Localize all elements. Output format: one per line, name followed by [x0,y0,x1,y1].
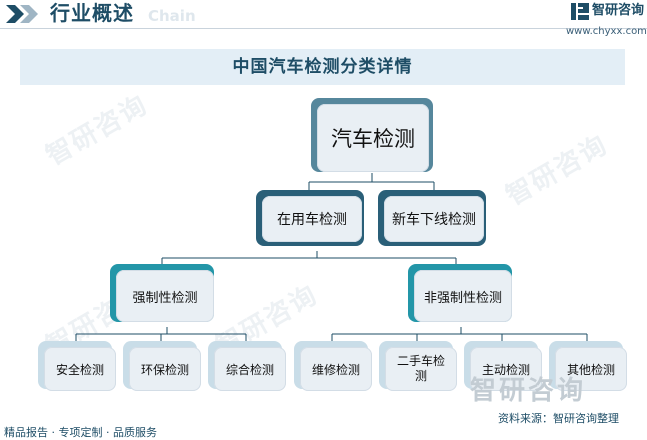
node-label: 安全检测 [44,347,116,391]
brand-logo-icon [571,3,589,20]
tree-node-leaf: 主动检测 [464,341,544,395]
section-subtitle-en: Chain [148,7,196,25]
node-label: 新车下线检测 [384,196,484,242]
node-label: 主动检测 [470,347,542,391]
tree-node-leaf: 维修检测 [294,341,374,395]
chevron-double-icon [6,5,38,23]
node-label: 综合检测 [214,347,286,391]
tree-node-root: 汽车检测 [311,98,439,178]
tree-node-leaf: 安全检测 [38,341,118,395]
tree-node-optional: 非强制性检测 [408,264,518,328]
brand-url: www.chyxx.com [566,26,647,37]
section-title: 行业概述 [50,1,134,25]
chart-title-band: 中国汽车检测分类详情 [20,49,625,85]
tree-node-leaf: 其他检测 [549,341,629,395]
node-label: 环保检测 [129,347,201,391]
watermark-logo-text: 智研咨询 [470,376,587,406]
node-label: 二手车检测 [385,347,457,391]
footer-source: 资料来源：智研咨询整理 [498,412,619,425]
tree-node-leaf: 环保检测 [123,341,203,395]
node-label: 非强制性检测 [414,270,512,322]
chart-title: 中国汽车检测分类详情 [232,57,413,77]
tree-node-mandatory: 强制性检测 [110,264,220,328]
node-label: 维修检测 [300,347,372,391]
tree-node-leaf: 二手车检测 [379,341,459,395]
brand-name: 智研咨询 [592,3,645,18]
node-label: 其他检测 [555,347,627,391]
header-divider [0,28,647,29]
node-label: 在用车检测 [262,196,362,242]
tree-node-leaf: 综合检测 [208,341,288,395]
node-label: 强制性检测 [116,270,214,322]
tree-node-new-car: 新车下线检测 [378,190,493,252]
node-label-root: 汽车检测 [317,104,429,172]
header-bar: 行业概述 Chain 智研咨询 www.chyxx.com [0,0,647,37]
footer-tagline: 精品报告 · 专项定制 · 品质服务 [4,426,157,439]
tree-node-in-use: 在用车检测 [256,190,371,252]
